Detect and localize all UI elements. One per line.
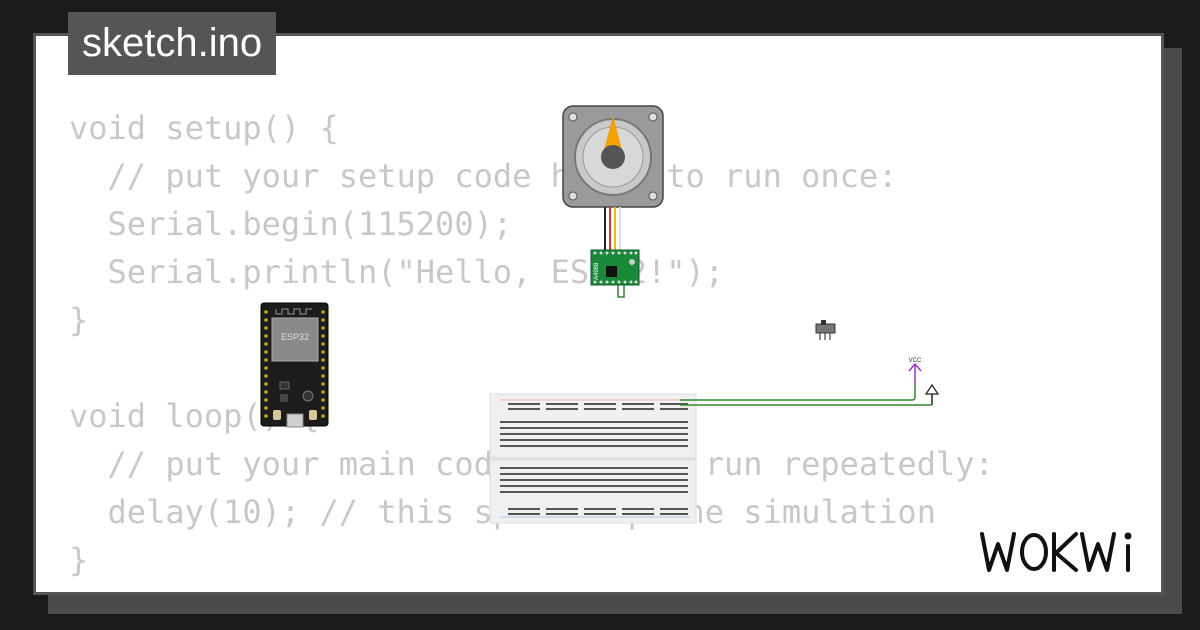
code-line-5: } xyxy=(69,301,89,339)
driver-label: A4988 xyxy=(594,262,600,280)
motor-pointer xyxy=(604,116,622,150)
driver-wire xyxy=(617,285,625,298)
a4988-driver[interactable]: A4988 xyxy=(590,249,640,286)
code-line-10: } xyxy=(69,541,89,579)
code-line-3: Serial.begin(115200); xyxy=(69,205,513,243)
ground-symbol xyxy=(924,383,940,405)
code-line-1: void setup() { xyxy=(69,109,339,147)
wires xyxy=(680,384,932,406)
slide-switch[interactable] xyxy=(815,320,836,340)
esp32-board[interactable]: ESP32 xyxy=(260,302,329,428)
vcc-label: VCC xyxy=(909,358,922,364)
vcc-symbol: VCC xyxy=(908,358,922,384)
stepper-motor[interactable] xyxy=(562,105,664,208)
breadboard[interactable] xyxy=(489,393,697,524)
motor-wires xyxy=(604,207,621,252)
code-line-9: delay(10); // this speeds up the simulat… xyxy=(107,493,936,531)
file-tab[interactable]: sketch.ino xyxy=(68,12,277,75)
esp32-label: ESP32 xyxy=(281,332,309,342)
wokwi-logo xyxy=(980,532,1132,572)
